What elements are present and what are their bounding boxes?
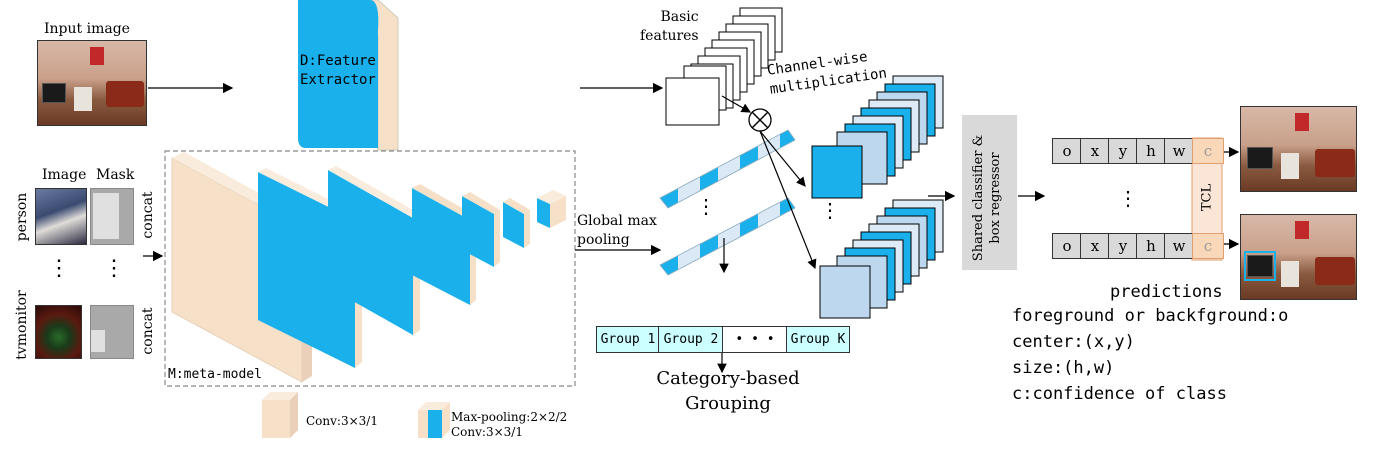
feature-extractor-block [297,0,399,151]
pred-row2-y: y [1108,233,1138,259]
pred-row2-o: o [1052,233,1082,259]
prediction-line-4: c:confidence of class [1012,384,1227,404]
vdots-stacks: ⋮ [820,198,840,222]
legend-conv-cube [262,392,298,438]
output-image-1 [1240,106,1357,192]
pred-row1-h: h [1136,138,1166,164]
predictions-title: predictions [1110,282,1223,302]
detection-box [1244,251,1276,281]
tcl-label: TCL [1199,183,1215,212]
pred-row1-x: x [1080,138,1110,164]
pred-row2-h: h [1136,233,1166,259]
legend-maxpool-cube [418,402,450,438]
prediction-line-3: size:(h,w) [1012,358,1115,378]
basic-features-stack [665,7,783,126]
pred-row2-w: w [1164,233,1194,259]
pred-row2-x: x [1080,233,1110,259]
output-image-2 [1240,214,1357,300]
reweighted-stack-top [811,75,944,199]
pred-row2-c: c [1192,233,1224,259]
shared-classifier-label: Shared classifier & box regressor [971,134,1003,262]
group-cell-k: Group K [786,326,850,353]
vdots-predictions: ⋮ [1118,186,1138,210]
feature-extractor-label: D:Feature Extractor [300,53,376,88]
group-cell-1: Group 1 [596,326,660,353]
legend-conv-label: Conv:3×3/1 [306,414,378,428]
mask-column-label: Mask [96,167,135,183]
input-image [37,40,147,126]
basic-features-label: Basic features [640,9,699,44]
person-image [35,188,87,245]
vdots-vectors: ⋮ [696,194,716,218]
pred-row1-y: y [1108,138,1138,164]
group-cell-2: Group 2 [658,326,724,353]
prediction-line-2: center:(x,y) [1012,332,1135,352]
input-image-label: Input image [44,21,130,37]
meta-model-layers [171,152,566,383]
pred-row1-o: o [1052,138,1082,164]
legend-maxpool-label: Max-pooling:2×2/2 Conv:3×3/1 [451,410,568,439]
group-cell-dots: • • • [722,326,788,353]
pred-row1-w: w [1164,138,1194,164]
reweighted-stack-bottom [819,199,944,319]
meta-model-label: M:meta-model [168,367,262,382]
pred-row1-c: c [1192,138,1224,164]
classifier-box [962,115,1017,270]
tvmonitor-image [35,305,82,359]
vdots-mask: ⋮ [103,256,125,281]
class-vectors [659,129,796,276]
person-mask [90,188,134,245]
vdots-image: ⋮ [48,256,70,281]
category-grouping-label: Category-based Grouping [656,368,800,414]
global-max-pooling-label: Global max pooling [577,213,657,248]
meta-model-box [164,150,576,387]
tvmonitor-mask [90,305,134,359]
prediction-line-1: foreground or backfground:o [1012,306,1289,326]
image-column-label: Image [42,167,87,183]
